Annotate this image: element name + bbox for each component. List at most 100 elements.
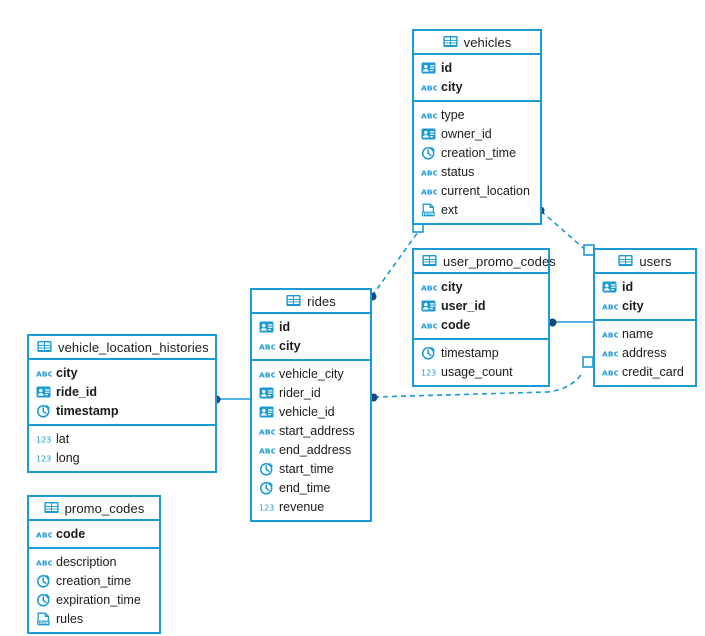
uuid-icon: [259, 405, 274, 419]
column-name: city: [56, 365, 78, 380]
column-name: timestamp: [56, 403, 119, 418]
number-icon: 123: [36, 432, 51, 446]
column-name: creation_time: [56, 573, 132, 588]
column-row[interactable]: timestamp: [414, 343, 548, 362]
svg-text:ABC: ABC: [36, 369, 52, 378]
number-icon: 123: [259, 500, 274, 514]
string-icon: ABC: [602, 327, 618, 341]
column-row[interactable]: ABC city: [414, 277, 548, 296]
table-header-promo_codes[interactable]: promo_codes: [29, 497, 159, 521]
json-icon: JSON: [36, 612, 51, 626]
table-header-vehicle_location_histories[interactable]: vehicle_location_histories: [29, 336, 215, 360]
column-name: creation_time: [441, 145, 517, 160]
timestamp-icon: [36, 593, 51, 607]
table-title: promo_codes: [64, 500, 145, 516]
table-icon: [286, 294, 301, 308]
table-header-vehicles[interactable]: vehicles: [414, 31, 540, 55]
string-icon: ABC: [259, 424, 275, 438]
column-name: revenue: [279, 499, 325, 514]
column-name: lat: [56, 431, 70, 446]
column-name: status: [441, 164, 475, 179]
svg-text:ABC: ABC: [602, 368, 618, 377]
column-row[interactable]: end_time: [252, 478, 370, 497]
table-header-user_promo_codes[interactable]: user_promo_codes: [414, 250, 556, 274]
string-icon: ABC: [259, 367, 275, 381]
svg-text:ABC: ABC: [602, 330, 618, 339]
column-row[interactable]: user_id: [414, 296, 548, 315]
column-name: credit_card: [622, 364, 684, 379]
column-row[interactable]: id: [414, 58, 540, 77]
column-name: owner_id: [441, 126, 492, 141]
column-row[interactable]: ABC city: [29, 363, 215, 382]
column-row[interactable]: timestamp: [29, 401, 215, 420]
column-row[interactable]: id: [252, 317, 370, 336]
column-name: long: [56, 450, 80, 465]
column-row[interactable]: vehicle_id: [252, 402, 370, 421]
string-icon: ABC: [259, 339, 275, 353]
column-name: id: [441, 60, 453, 75]
column-row[interactable]: ride_id: [29, 382, 215, 401]
timestamp-icon: [36, 404, 51, 418]
number-icon: 123: [421, 365, 436, 379]
string-icon: ABC: [421, 280, 437, 294]
column-row[interactable]: 123 lat: [29, 429, 215, 448]
column-row[interactable]: expiration_time: [29, 590, 159, 609]
uuid-icon: [36, 385, 51, 399]
timestamp-icon: [421, 346, 436, 360]
svg-text:ABC: ABC: [602, 349, 618, 358]
table-header-rides[interactable]: rides: [252, 290, 370, 314]
column-row[interactable]: start_time: [252, 459, 370, 478]
svg-text:ABC: ABC: [36, 530, 52, 539]
string-icon: ABC: [36, 527, 52, 541]
column-row[interactable]: ABC status: [414, 162, 540, 181]
string-icon: ABC: [421, 184, 437, 198]
column-name: id: [622, 279, 634, 294]
string-icon: ABC: [259, 443, 275, 457]
column-name: city: [441, 279, 463, 294]
column-row[interactable]: ABC credit_card: [595, 362, 695, 381]
columns-section: 123 lat 123 long: [29, 426, 215, 471]
column-name: user_id: [441, 298, 486, 313]
column-row[interactable]: 123 revenue: [252, 497, 370, 516]
column-name: address: [622, 345, 667, 360]
table-header-users[interactable]: users: [595, 250, 695, 274]
svg-text:ABC: ABC: [421, 83, 437, 92]
number-icon: 123: [36, 451, 51, 465]
column-row[interactable]: id: [595, 277, 695, 296]
column-row[interactable]: creation_time: [414, 143, 540, 162]
column-name: vehicle_id: [279, 404, 335, 419]
string-icon: ABC: [421, 165, 437, 179]
string-icon: ABC: [421, 318, 437, 332]
uuid-icon: [421, 299, 436, 313]
column-row[interactable]: 123 long: [29, 448, 215, 467]
column-row[interactable]: rider_id: [252, 383, 370, 402]
column-row[interactable]: creation_time: [29, 571, 159, 590]
column-row[interactable]: owner_id: [414, 124, 540, 143]
column-row[interactable]: ABC address: [595, 343, 695, 362]
